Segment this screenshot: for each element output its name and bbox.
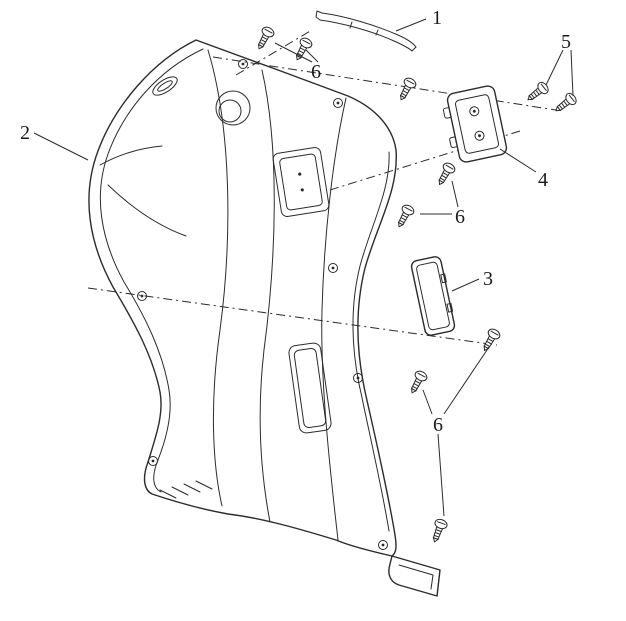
trim-strip-drawing [315,10,417,52]
callout-6-bottom: 6 [433,414,443,436]
panel-lower-rect-detail [288,342,332,434]
panel-inner-left-edge [99,48,204,493]
callout-4: 4 [538,169,548,191]
callout-5: 5 [561,31,571,53]
screw-icon [406,368,430,397]
callout-3: 3 [483,268,493,290]
callout-2: 2 [20,122,30,144]
screw-icon [428,517,449,545]
callout-6-top: 6 [311,61,321,83]
callout-1: 1 [432,7,442,29]
panel-crease-2 [107,184,187,237]
front-panel-drawing [88,39,441,597]
callouts: 1 2 6 5 4 6 3 6 [20,7,571,436]
panel-oval-recess [152,76,178,96]
leader-lines [33,18,574,517]
panel-crease-1 [99,145,163,166]
screw-icon [551,90,579,117]
screw-icon [393,202,417,231]
screw-icon [478,326,503,355]
plate-drawing [410,256,456,336]
screw-icon [291,35,315,64]
panel-outer-outline [88,39,397,557]
panel-divider-edge [321,97,347,541]
screw-icon [395,75,419,104]
screw-icon [433,160,458,189]
panel-ridge-line-1 [207,49,229,507]
bracket-drawing [442,85,508,163]
panel-upper-rect-detail [272,147,330,217]
screw-icon [253,24,277,53]
callout-6-mid: 6 [455,206,465,228]
panel-ridge-line-2 [259,69,275,523]
panel-vent-slots [159,480,213,499]
panel-foot-bracket [388,555,441,597]
panel-round-recess [215,90,251,126]
panel-inner-right-edge [352,151,390,532]
panel-screw-holes [137,59,388,550]
